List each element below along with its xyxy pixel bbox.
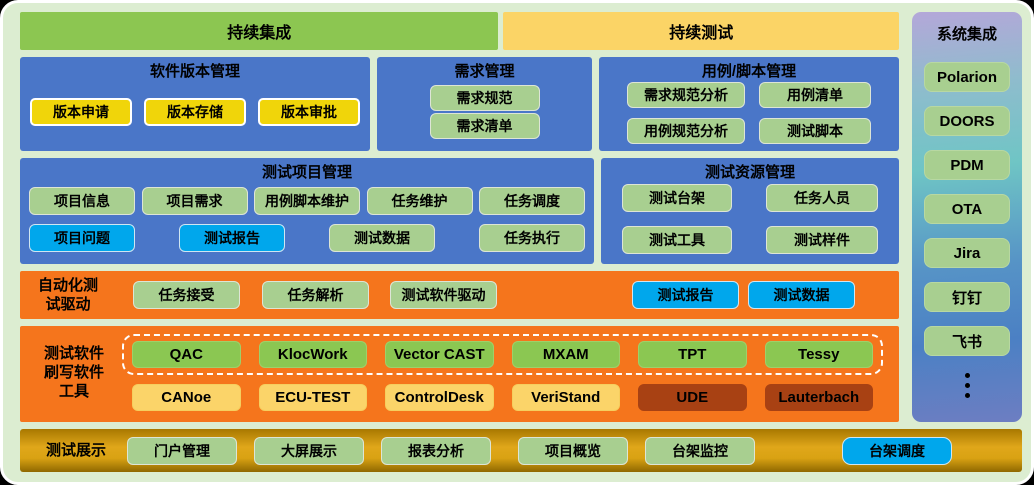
test-sample-button[interactable]: 测试样件 (766, 226, 878, 255)
test-resource-panel: 测试资源管理 测试台架 任务人员 测试工具 测试样件 (601, 157, 899, 264)
test-display-bar: 测试展示 门户管理 大屏展示 报表分析 项目概览 台架监控 台架调度 (20, 429, 1022, 472)
panel-title: 用例/脚本管理 (701, 62, 797, 80)
usecase-list-button[interactable]: 用例清单 (759, 81, 871, 108)
panel-title: 测试项目管理 (261, 163, 352, 181)
software-version-panel: 软件版本管理 版本申请 版本存储 版本审批 (20, 56, 370, 151)
sidebar-item-dingtalk[interactable]: 钉钉 (924, 282, 1010, 312)
vertical-ellipsis-icon (964, 370, 970, 400)
system-integration-sidebar: 系统集成 Polarion DOORS PDM OTA Jira 钉钉 飞书 (912, 12, 1022, 422)
sidebar-title: 系统集成 (936, 26, 997, 43)
klocwork-button[interactable]: KlocWork (258, 341, 367, 369)
panel-title: 需求管理 (454, 62, 515, 80)
tpt-button[interactable]: TPT (638, 341, 747, 369)
task-schedule-button[interactable]: 任务调度 (479, 187, 585, 216)
content-column: 持续集成 持续测试 软件版本管理 版本申请 版本存储 版本审批 需求管理 需求规… (20, 12, 899, 422)
canoe-button[interactable]: CANoe (132, 384, 241, 412)
qac-button[interactable]: QAC (132, 341, 241, 369)
test-software-driver-button[interactable]: 测试软件驱动 (390, 280, 497, 309)
test-tool-button[interactable]: 测试工具 (622, 226, 732, 255)
project-issue-button[interactable]: 项目问题 (29, 223, 135, 252)
test-display-label: 测试展示 (46, 442, 107, 459)
test-report-button[interactable]: 测试报告 (179, 223, 285, 252)
analysis-tools-dashed-group: QAC KlocWork Vector CAST MXAM TPT Tessy (122, 334, 883, 376)
analysis-tools-row: QAC KlocWork Vector CAST MXAM TPT Tessy (132, 341, 873, 369)
big-screen-display-button[interactable]: 大屏展示 (254, 436, 365, 465)
auto-test-driver-label: 自动化测 试驱动 (32, 276, 104, 314)
requirement-panel: 需求管理 需求规范 需求清单 (377, 56, 592, 151)
task-maintain-button[interactable]: 任务维护 (366, 187, 473, 216)
main-area: 持续集成 持续测试 软件版本管理 版本申请 版本存储 版本审批 需求管理 需求规… (20, 12, 1022, 422)
bench-schedule-button[interactable]: 台架调度 (842, 436, 952, 465)
test-script-button[interactable]: 测试脚本 (759, 117, 871, 144)
portal-management-button[interactable]: 门户管理 (127, 436, 238, 465)
usecase-script-maintain-button[interactable]: 用例脚本维护 (254, 187, 360, 216)
label-line: 测试软件 (43, 345, 104, 363)
version-request-button[interactable]: 版本申请 (30, 98, 132, 127)
requirement-spec-analysis-button[interactable]: 需求规范分析 (627, 81, 745, 108)
task-personnel-button[interactable]: 任务人员 (766, 184, 878, 213)
ude-button[interactable]: UDE (638, 384, 747, 412)
task-parse-button[interactable]: 任务解析 (262, 280, 369, 309)
management-row-2: 测试项目管理 项目信息 项目需求 用例脚本维护 任务维护 任务调度 项目问题 测… (20, 157, 899, 264)
label-line: 试驱动 (45, 295, 91, 313)
requirement-list-button[interactable]: 需求清单 (429, 113, 540, 140)
label-line: 刷写软件 (43, 364, 104, 382)
label-line: 自动化测 (37, 276, 98, 294)
auto-test-report-button[interactable]: 测试报告 (632, 280, 739, 309)
project-buttons-row1: 项目信息 项目需求 用例脚本维护 任务维护 任务调度 (28, 183, 586, 220)
panel-title: 软件版本管理 (149, 62, 240, 80)
test-bench-button[interactable]: 测试台架 (622, 184, 732, 213)
test-tools-label: 测试软件 刷写软件 工具 (30, 344, 118, 401)
veristand-button[interactable]: VeriStand (511, 384, 620, 412)
version-buttons: 版本申请 版本存储 版本审批 (28, 82, 362, 143)
report-analysis-button[interactable]: 报表分析 (381, 436, 492, 465)
sidebar-item-polarion[interactable]: Polarion (924, 62, 1010, 92)
continuous-testing-bar: 持续测试 (503, 12, 899, 50)
project-buttons-row2: 项目问题 测试报告 测试数据 任务执行 (28, 219, 586, 256)
sidebar-items: Polarion DOORS PDM OTA Jira 钉钉 飞书 (912, 48, 1022, 414)
usecase-spec-analysis-button[interactable]: 用例规范分析 (627, 117, 745, 144)
ecu-test-button[interactable]: ECU-TEST (258, 384, 367, 412)
sidebar-item-feishu[interactable]: 飞书 (924, 326, 1010, 356)
auto-test-driver-panel: 自动化测 试驱动 任务接受 任务解析 测试软件驱动 测试报告 测试数据 (20, 270, 899, 319)
sidebar-item-pdm[interactable]: PDM (924, 150, 1010, 180)
sidebar-item-jira[interactable]: Jira (924, 238, 1010, 268)
requirement-buttons: 需求规范 需求清单 (385, 82, 584, 143)
project-overview-button[interactable]: 项目概览 (518, 436, 629, 465)
tessy-button[interactable]: Tessy (764, 341, 873, 369)
task-accept-button[interactable]: 任务接受 (133, 280, 240, 309)
continuous-integration-bar: 持续集成 (20, 12, 499, 50)
bench-monitor-button[interactable]: 台架监控 (645, 436, 756, 465)
usecase-buttons: 需求规范分析 用例清单 用例规范分析 测试脚本 (607, 81, 891, 144)
requirement-spec-button[interactable]: 需求规范 (429, 85, 540, 112)
auto-test-data-button[interactable]: 测试数据 (748, 280, 855, 309)
vector-cast-button[interactable]: Vector CAST (385, 341, 494, 369)
header-row: 持续集成 持续测试 (20, 12, 899, 50)
test-tools-panel: 测试软件 刷写软件 工具 QAC KlocWork Vector CAST MX… (20, 325, 899, 422)
version-approval-button[interactable]: 版本审批 (258, 98, 360, 127)
execution-tools-row: CANoe ECU-TEST ControlDesk VeriStand UDE… (122, 384, 883, 412)
resource-buttons: 测试台架 任务人员 测试工具 测试样件 (609, 183, 891, 256)
lauterbach-button[interactable]: Lauterbach (764, 384, 873, 412)
label-line: 工具 (58, 383, 89, 401)
test-data-button[interactable]: 测试数据 (329, 223, 435, 252)
test-project-panel: 测试项目管理 项目信息 项目需求 用例脚本维护 任务维护 任务调度 项目问题 测… (20, 157, 594, 264)
management-row-1: 软件版本管理 版本申请 版本存储 版本审批 需求管理 需求规范 需求清单 用例/ (20, 56, 899, 151)
task-execute-button[interactable]: 任务执行 (479, 223, 585, 252)
version-storage-button[interactable]: 版本存储 (144, 98, 246, 127)
project-requirement-button[interactable]: 项目需求 (141, 187, 248, 216)
tools-grid-column: QAC KlocWork Vector CAST MXAM TPT Tessy … (122, 334, 887, 412)
mxam-button[interactable]: MXAM (511, 341, 620, 369)
sidebar-item-doors[interactable]: DOORS (924, 106, 1010, 136)
panel-title: 测试资源管理 (704, 163, 795, 181)
sidebar-item-ota[interactable]: OTA (924, 194, 1010, 224)
controldesk-button[interactable]: ControlDesk (385, 384, 494, 412)
project-info-button[interactable]: 项目信息 (29, 187, 135, 216)
usecase-script-panel: 用例/脚本管理 需求规范分析 用例清单 用例规范分析 测试脚本 (599, 56, 899, 151)
